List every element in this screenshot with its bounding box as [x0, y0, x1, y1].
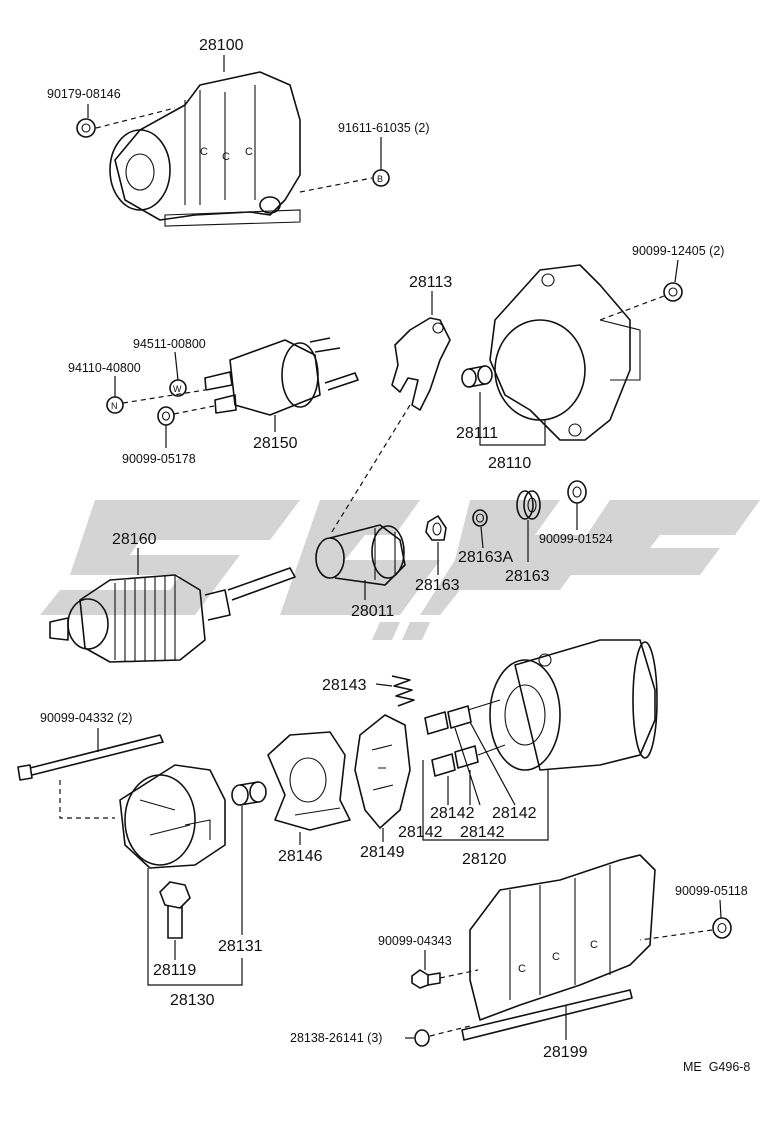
mark-n: N [111, 401, 118, 411]
bracket-28130 [147, 868, 243, 986]
label-28119: 28119 [153, 962, 196, 979]
label-28149: 28149 [360, 844, 405, 861]
washer-28163A [472, 509, 488, 549]
label-28131: 28131 [218, 938, 263, 955]
plate-28149 [354, 714, 411, 842]
label-90099-05118: 90099-05118 [675, 884, 748, 898]
svg-text:C: C [518, 963, 526, 975]
label-94110-40800: 94110-40800 [68, 361, 141, 375]
label-28130: 28130 [170, 992, 215, 1009]
armature-28160 [49, 548, 296, 663]
label-28120: 28120 [462, 851, 507, 868]
nut-90099-05178 [157, 405, 215, 448]
end-frame-28130 [119, 764, 226, 869]
clutch-28011 [315, 524, 406, 600]
bearing-28163 [516, 490, 541, 562]
washer-94511-00800 [169, 351, 187, 397]
solenoid-28150 [204, 337, 359, 432]
watermark-logo [40, 500, 760, 640]
svg-text:C: C [245, 146, 253, 158]
nut-90179-08146 [76, 104, 176, 138]
bolt-91611-61035 [299, 137, 390, 193]
label-90099-05178: 90099-05178 [122, 452, 196, 466]
label-28163A: 28163A [458, 549, 513, 566]
screw-28119 [159, 881, 191, 960]
label-90099-04343: 90099-04343 [378, 934, 452, 948]
label-90099-04332: 90099-04332 (2) [40, 711, 132, 725]
label-28011: 28011 [351, 603, 394, 620]
screw-90099-04343 [411, 950, 479, 989]
cover-28199: C C C [461, 854, 656, 1041]
label-28111: 28111 [456, 425, 498, 442]
label-28150: 28150 [253, 435, 298, 452]
label-28110: 28110 [488, 455, 531, 472]
spring-28143 [375, 675, 415, 707]
svg-text:C: C [552, 951, 560, 963]
brushes-28142 [424, 699, 516, 806]
label-28160: 28160 [112, 531, 157, 548]
nut-94110-40800 [106, 376, 206, 414]
label-28142-c: 28142 [398, 824, 443, 841]
clip-28163 [425, 515, 447, 575]
yoke-28120 [422, 639, 658, 841]
washer-90099-01524 [567, 480, 587, 530]
label-90099-12405: 90099-12405 (2) [632, 244, 724, 258]
label-28138-26141: 28138-26141 (3) [290, 1031, 382, 1045]
label-28113: 28113 [409, 274, 452, 291]
mark-b: B [377, 174, 383, 184]
label-28142-b: 28142 [492, 805, 537, 822]
housing-28110 [489, 264, 641, 441]
label-28142-a: 28142 [430, 805, 475, 822]
bolt-90099-04332 [17, 728, 164, 819]
screw-28138-26141 [405, 1025, 471, 1047]
brush-holder-28146 [267, 731, 351, 845]
svg-text:C: C [200, 146, 208, 158]
svg-text:C: C [222, 151, 230, 163]
label-28143: 28143 [322, 677, 367, 694]
bushing-28111 [461, 365, 546, 446]
label-91611-61035: 91611-61035 (2) [338, 121, 430, 135]
diagram-code: ME G496-8 [683, 1060, 750, 1074]
label-28146: 28146 [278, 848, 323, 865]
label-90099-01524: 90099-01524 [539, 532, 613, 546]
bushing-28131 [231, 781, 267, 935]
starter-assembly-28100: C C C [109, 71, 301, 227]
svg-text:C: C [590, 939, 598, 951]
label-28100: 28100 [199, 37, 244, 54]
label-28163-b: 28163 [505, 568, 550, 585]
lever-28113 [329, 291, 451, 536]
nut-90099-12405 [599, 259, 683, 321]
label-28142-d: 28142 [460, 824, 505, 841]
label-94511-00800: 94511-00800 [133, 337, 206, 351]
nut-90099-05118 [639, 899, 732, 941]
mark-w: W [173, 384, 182, 394]
label-90179-08146: 90179-08146 [47, 87, 121, 101]
label-28163-a: 28163 [415, 577, 460, 594]
label-28199: 28199 [543, 1044, 588, 1061]
